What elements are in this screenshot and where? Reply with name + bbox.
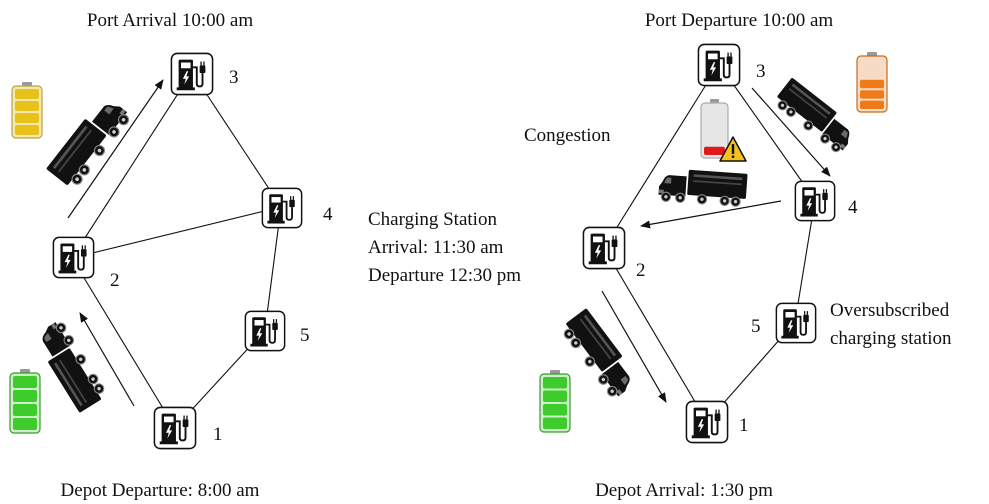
battery-cell — [13, 376, 37, 388]
charging-arrival-time: Arrival: 11:30 am — [368, 237, 504, 258]
truck-icon — [657, 167, 749, 208]
ev-charging-station-icon — [582, 226, 626, 270]
ev-charging-station-icon — [775, 302, 817, 344]
truck-icon — [31, 318, 110, 414]
edge-3-4 — [718, 63, 816, 201]
edge-2-4 — [71, 206, 282, 259]
station-number-1: 1 — [213, 424, 223, 445]
ev-charging-station-icon — [794, 180, 836, 222]
battery-cell — [543, 417, 567, 429]
battery-cell — [15, 113, 39, 123]
right-network: 3 4 2 5 1 Port Departur — [524, 10, 952, 501]
depot-arrival-label: Depot Arrival: 1:30 pm — [595, 480, 773, 501]
left-network: 3 4 2 5 1 Port Arrival 10:00 am Depot De… — [9, 10, 333, 501]
oversubscribed-label: Oversubscribed — [830, 300, 950, 321]
route-arrow-2-to-3 — [67, 79, 164, 219]
charging-departure-time: Departure 12:30 pm — [368, 265, 521, 286]
battery-cell — [860, 79, 884, 89]
port-departure-label: Port Departure 10:00 am — [645, 10, 834, 31]
charging-station-schedule: Charging Station Arrival: 11:30 am Depar… — [368, 209, 521, 286]
ev-charging-station-icon — [52, 236, 95, 279]
battery-icon — [11, 82, 43, 139]
station-number-2: 2 — [636, 260, 646, 281]
charging-station-title: Charging Station — [368, 209, 497, 230]
station-number-3: 3 — [756, 61, 766, 82]
battery-cell — [13, 418, 37, 430]
battery-cell — [543, 390, 567, 402]
battery-icon — [856, 52, 888, 113]
battery-icon — [700, 99, 729, 159]
oversubscribed-label-line2: charging station — [830, 328, 952, 349]
station-number-2: 2 — [110, 270, 120, 291]
station-number-3: 3 — [229, 67, 239, 88]
station-number-5: 5 — [300, 325, 310, 346]
route-arrow-4-to-2 — [640, 200, 782, 229]
depot-departure-label: Depot Departure: 8:00 am — [61, 480, 260, 501]
battery-cell — [13, 404, 37, 416]
congestion-label: Congestion — [524, 125, 611, 146]
route-arrow-2-to-1 — [601, 290, 667, 403]
ev-charging-station-icon — [697, 43, 741, 87]
ev-charging-station-icon — [244, 310, 286, 352]
battery-cell — [15, 89, 39, 99]
station-number-1: 1 — [739, 415, 749, 436]
route-arrow-1-to-2 — [79, 312, 135, 407]
truck-icon — [771, 76, 860, 156]
edge-3-2 — [603, 63, 720, 249]
edge-2-1 — [71, 257, 176, 429]
battery-icon — [539, 370, 571, 433]
ev-charging-station-icon — [153, 406, 197, 450]
station-number-4: 4 — [323, 204, 333, 225]
battery-cell — [15, 101, 39, 111]
battery-cell — [860, 100, 884, 109]
ev-charging-station-icon — [261, 187, 303, 229]
port-arrival-label: Port Arrival 10:00 am — [87, 10, 253, 31]
truck-icon — [558, 307, 641, 401]
station-number-4: 4 — [848, 197, 858, 218]
battery-cell — [860, 90, 884, 99]
battery-icon — [9, 369, 41, 434]
battery-cell — [704, 146, 725, 155]
route-arrow-3-to-4 — [751, 87, 831, 177]
ev-charging-station-icon — [685, 400, 729, 444]
edge-3-2 — [71, 71, 193, 259]
edge-2-1 — [603, 247, 708, 423]
station-number-5: 5 — [751, 316, 761, 337]
battery-cell — [15, 125, 39, 135]
battery-cell — [543, 377, 567, 389]
battery-cell — [543, 404, 567, 416]
battery-cell — [13, 390, 37, 402]
warning-triangle-icon — [719, 136, 747, 162]
ev-charging-station-icon — [170, 52, 214, 96]
